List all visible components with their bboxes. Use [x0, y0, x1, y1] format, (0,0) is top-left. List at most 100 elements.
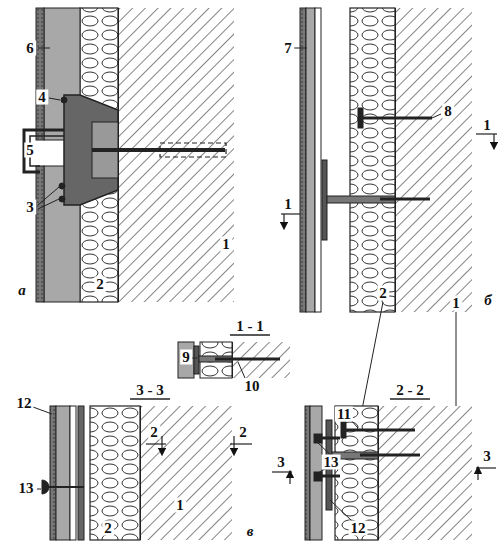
callout-number: 12	[349, 521, 368, 536]
callout-number: 13	[17, 481, 36, 496]
leader-line	[432, 114, 441, 118]
dowel-head	[358, 108, 363, 128]
facing-slab	[310, 406, 322, 540]
section-3-3	[33, 399, 252, 540]
bracket	[322, 160, 327, 240]
leader-line	[192, 358, 197, 359]
callout-number: 8	[442, 104, 454, 119]
wall	[395, 8, 472, 312]
section-heading: 3 - 3	[134, 383, 166, 398]
leader-line	[238, 362, 245, 378]
panel-b	[281, 8, 497, 420]
bracket	[78, 406, 84, 540]
insulation	[90, 406, 140, 540]
heading-underline	[130, 398, 170, 400]
callout-number: 9	[180, 350, 192, 365]
callout-number: 11	[335, 407, 353, 422]
callout-number: 12	[15, 396, 34, 411]
cladding	[50, 406, 56, 540]
insulation	[350, 8, 395, 312]
leader-line	[49, 98, 60, 100]
callout-number: 3	[24, 200, 36, 215]
cladding	[305, 406, 310, 540]
rivet	[59, 183, 65, 189]
callout-number: 2	[377, 286, 389, 301]
callout-number: 3	[481, 449, 493, 464]
callout-number: 1	[481, 118, 493, 133]
section-arrow	[233, 436, 234, 452]
callout-number: 2	[148, 425, 160, 440]
leader-line	[330, 500, 352, 521]
section-arrow	[477, 470, 478, 480]
callout-number: 7	[282, 41, 294, 56]
callout-number: 1	[220, 237, 232, 252]
section-mark	[230, 443, 252, 444]
callout-number: 2	[102, 521, 114, 536]
facing-layer	[315, 8, 321, 312]
bracket	[194, 346, 199, 374]
callout-number: 2	[94, 277, 106, 292]
bolt	[318, 437, 340, 440]
dowel	[345, 429, 415, 432]
section-mark	[146, 443, 166, 444]
anchor-bolt	[215, 358, 280, 361]
section-heading: 1 - 1	[234, 319, 266, 334]
section-mark	[476, 467, 496, 468]
section-mark	[272, 471, 292, 472]
section-heading: 2 - 2	[394, 383, 426, 398]
panel-letter: в	[245, 524, 256, 539]
callout-number: 4	[36, 90, 48, 105]
leader-line	[38, 187, 59, 205]
facing-layer	[70, 406, 76, 540]
anchor-bolt	[360, 454, 420, 457]
rivet	[59, 196, 65, 202]
panel-a	[24, 8, 234, 302]
cladding	[36, 166, 44, 302]
callout-number: 3	[275, 455, 287, 470]
callout-number: 2	[237, 425, 249, 440]
wall	[378, 406, 472, 540]
leader-line	[294, 48, 307, 49]
wall	[118, 8, 234, 302]
section-1-1	[178, 335, 290, 378]
section-arrow	[161, 436, 162, 452]
callout-number: 6	[24, 41, 36, 56]
leader-line	[37, 489, 41, 490]
dowel	[362, 117, 432, 120]
z-profile	[24, 130, 64, 172]
cladding	[300, 8, 306, 312]
anchor-bolt	[92, 148, 225, 152]
anchor-hole	[160, 143, 226, 157]
heading-underline	[390, 398, 430, 400]
leader-line	[38, 48, 50, 49]
heading-underline	[230, 334, 270, 336]
panel-letter: б	[482, 293, 494, 308]
callout-number: 1	[174, 498, 186, 513]
dowel-head	[341, 422, 346, 438]
leader-line	[38, 199, 59, 209]
screw	[61, 97, 67, 103]
callout-number: 1	[450, 296, 462, 311]
wall	[140, 406, 232, 540]
insulation	[335, 406, 378, 540]
callout-number: 13	[322, 455, 341, 470]
bolt	[318, 475, 340, 478]
anchor-bolt	[380, 198, 430, 201]
leader-line	[360, 302, 383, 420]
panel-letter: а	[16, 283, 28, 298]
leader-line	[33, 407, 52, 414]
callout-number: 5	[24, 143, 36, 158]
facing-slab	[178, 342, 194, 378]
facing-slab	[306, 8, 315, 312]
cladding	[36, 8, 44, 140]
section-arrow	[283, 214, 284, 226]
callout-number: 1	[282, 197, 294, 212]
rivet-shank	[42, 486, 84, 488]
leader-line	[456, 312, 457, 420]
section-arrow	[493, 134, 494, 146]
section-arrow	[289, 474, 290, 484]
facing-slab	[56, 406, 70, 540]
callout-number: 10	[243, 379, 262, 394]
section-2-2	[272, 399, 496, 540]
